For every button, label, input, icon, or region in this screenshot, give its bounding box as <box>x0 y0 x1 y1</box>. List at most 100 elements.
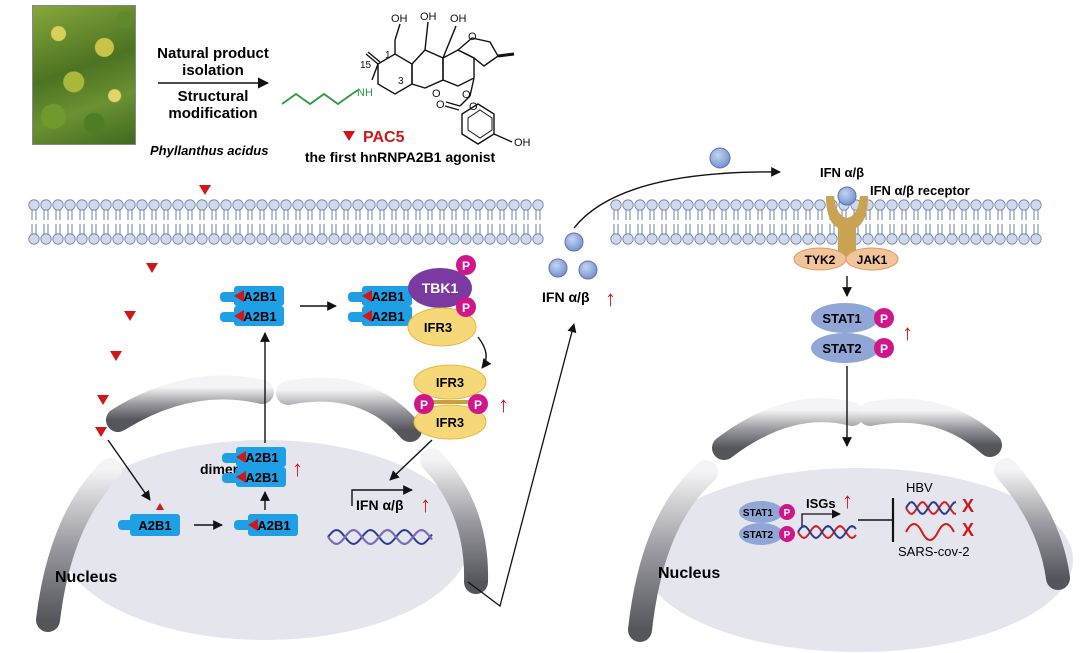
jak1-label: JAK1 <box>857 253 888 267</box>
atom-o-5: O <box>436 99 445 111</box>
phospho-tbk1-icon <box>456 255 476 275</box>
a2b1-monomer-nuclear: A2B1 <box>118 503 180 536</box>
up-arrow-ifn-secreted: ↑ <box>605 286 616 311</box>
step-text-3: Structural <box>178 88 249 105</box>
a2b1-label-6: A2B1 <box>243 309 276 324</box>
up-arrow-stat: ↑ <box>902 320 913 345</box>
a2b1-label-7: A2B1 <box>371 289 404 304</box>
phospho-dimer-label-1: P <box>420 398 428 412</box>
synthesis-header: Phyllanthus acidus Natural product isola… <box>150 45 495 165</box>
carbon-1: 1 <box>385 50 391 61</box>
ifn-gene-label: IFN α/β <box>356 497 404 513</box>
pac5-molecule-4 <box>110 351 122 361</box>
a2b1-dimer: dimer A2B1 A2B1 ↑ <box>200 447 303 487</box>
a2b1-tbk1-ifr3-complex: A2B1 A2B1 TBK1 P IFR3 P <box>348 255 477 347</box>
phospho-nuclear-2: P <box>784 530 791 541</box>
up-arrow-isgs: ↑ <box>842 488 853 513</box>
right-nucleus: Nucleus <box>628 398 1073 652</box>
ifr3-shape-1 <box>407 307 477 347</box>
pac5-molecules <box>95 185 211 501</box>
up-arrow-dimer: ↑ <box>292 456 303 481</box>
tyk2-label: TYK2 <box>805 253 836 267</box>
pac5-molecule-2 <box>146 263 158 273</box>
a2b1-label-1: A2B1 <box>138 518 171 533</box>
phospho-tbk1-label: P <box>462 259 470 273</box>
ifr3-label-1: IFR3 <box>424 320 452 335</box>
ifn-gene: IFN α/β ↑ <box>327 485 433 546</box>
carbon-3: 3 <box>398 76 404 87</box>
plant-name: Phyllanthus acidus <box>150 143 268 158</box>
cell-membrane-right <box>610 199 1042 245</box>
ifn-secreted: IFN α/β ↑ <box>542 232 616 311</box>
phospho-ifr3-label: P <box>462 301 470 315</box>
stat1-nuclear-label: STAT1 <box>743 508 774 519</box>
atom-oh-2: OH <box>420 11 437 23</box>
atom-oh-4: OH <box>514 137 531 149</box>
a2b1-label-4: A2B1 <box>245 470 278 485</box>
phospho-dimer-label-2: P <box>474 398 482 412</box>
a2b1-label-5: A2B1 <box>243 289 276 304</box>
stat2-label: STAT2 <box>822 341 861 356</box>
pac5-molecule-1 <box>199 185 211 195</box>
tbk1-label: TBK1 <box>422 280 459 296</box>
phospho-stat1-label: P <box>880 312 888 326</box>
cell-membrane-left <box>28 199 544 245</box>
a2b1-cytoplasmic-dimer: A2B1 A2B1 <box>220 286 284 326</box>
atom-oh-3: OH <box>450 13 467 25</box>
up-arrow-ifr3: ↑ <box>498 392 509 417</box>
stat-heterodimer: STAT1 P STAT2 P ↑ <box>811 303 913 363</box>
hbv-genome-icon <box>905 501 957 515</box>
ifr3-label-2: IFR3 <box>436 375 464 390</box>
stat1-label: STAT1 <box>822 311 861 326</box>
up-arrow-ifn-gene: ↑ <box>420 492 431 517</box>
ifr3-phospho-dimer: IFR3 IFR3 P P ↑ <box>413 364 509 440</box>
atom-o-3: O <box>468 31 477 43</box>
stat2-nuclear-label: STAT2 <box>743 530 774 541</box>
phospho-stat2-label: P <box>880 342 888 356</box>
step-text-2: isolation <box>182 62 244 79</box>
dna-helix-left <box>327 528 433 546</box>
phospho-nuclear-1: P <box>784 508 791 519</box>
pac5-molecule-6 <box>95 427 107 437</box>
ifn-secretion-arrow <box>467 323 577 608</box>
a2b1-bound-nuclear: A2B1 <box>234 514 298 536</box>
pac5-molecule-5 <box>97 395 109 405</box>
ifr3-label-3: IFR3 <box>436 415 464 430</box>
phyllanthus-acidus-photo <box>32 5 136 145</box>
pac5-structure <box>281 21 515 145</box>
ifn-receptor-label: IFN α/β receptor <box>870 183 970 198</box>
left-nucleus: Nucleus <box>36 375 489 640</box>
pac5-entry-arrow <box>107 439 151 501</box>
ifn-receptor: IFN α/β IFN α/β receptor TYK2 JAK1 <box>793 165 970 271</box>
compound-description: the first hnRNPA2B1 agonist <box>305 149 496 165</box>
ifn-bound-label: IFN α/β <box>820 165 864 180</box>
sars-rna-icon <box>905 523 955 541</box>
atom-oh-1: OH <box>391 13 408 25</box>
ifn-to-receptor-arrow <box>573 166 781 229</box>
atom-o-1: O <box>432 88 441 100</box>
a2b1-label-8: A2B1 <box>371 309 404 324</box>
sars-label: SARS-cov-2 <box>898 544 970 559</box>
atom-nh: NH <box>357 87 373 99</box>
hbv-block-x: X <box>962 496 974 516</box>
hbv-label: HBV <box>906 480 933 495</box>
step-text-1: Natural product <box>157 45 269 62</box>
nucleus-label-left: Nucleus <box>55 569 117 586</box>
ifn-secreted-label: IFN α/β <box>542 289 590 305</box>
nuclear-stat-isgs: STAT1 P STAT2 P ISGs ↑ HBV X X SARS-cov-… <box>739 480 974 559</box>
carbon-15: 15 <box>360 60 372 71</box>
atom-o-4: O <box>469 101 478 113</box>
nucleus-label-right: Nucleus <box>658 565 720 582</box>
pac5-atom-labels: OH OH OH OH O O O O O NH 1 3 15 <box>357 11 531 149</box>
sars-block-x: X <box>962 520 974 540</box>
atom-o-2: O <box>462 89 471 101</box>
pac5-molecule-3 <box>124 311 136 321</box>
phospho-ifr3-icon <box>456 297 476 317</box>
tbk1-shape <box>408 268 472 308</box>
ifn-free-particle <box>709 147 731 169</box>
dna-helix-isgs <box>797 524 857 540</box>
compound-name: PAC5 <box>363 129 405 146</box>
pac5-marker-icon <box>343 131 355 141</box>
isgs-label: ISGs <box>806 496 836 511</box>
